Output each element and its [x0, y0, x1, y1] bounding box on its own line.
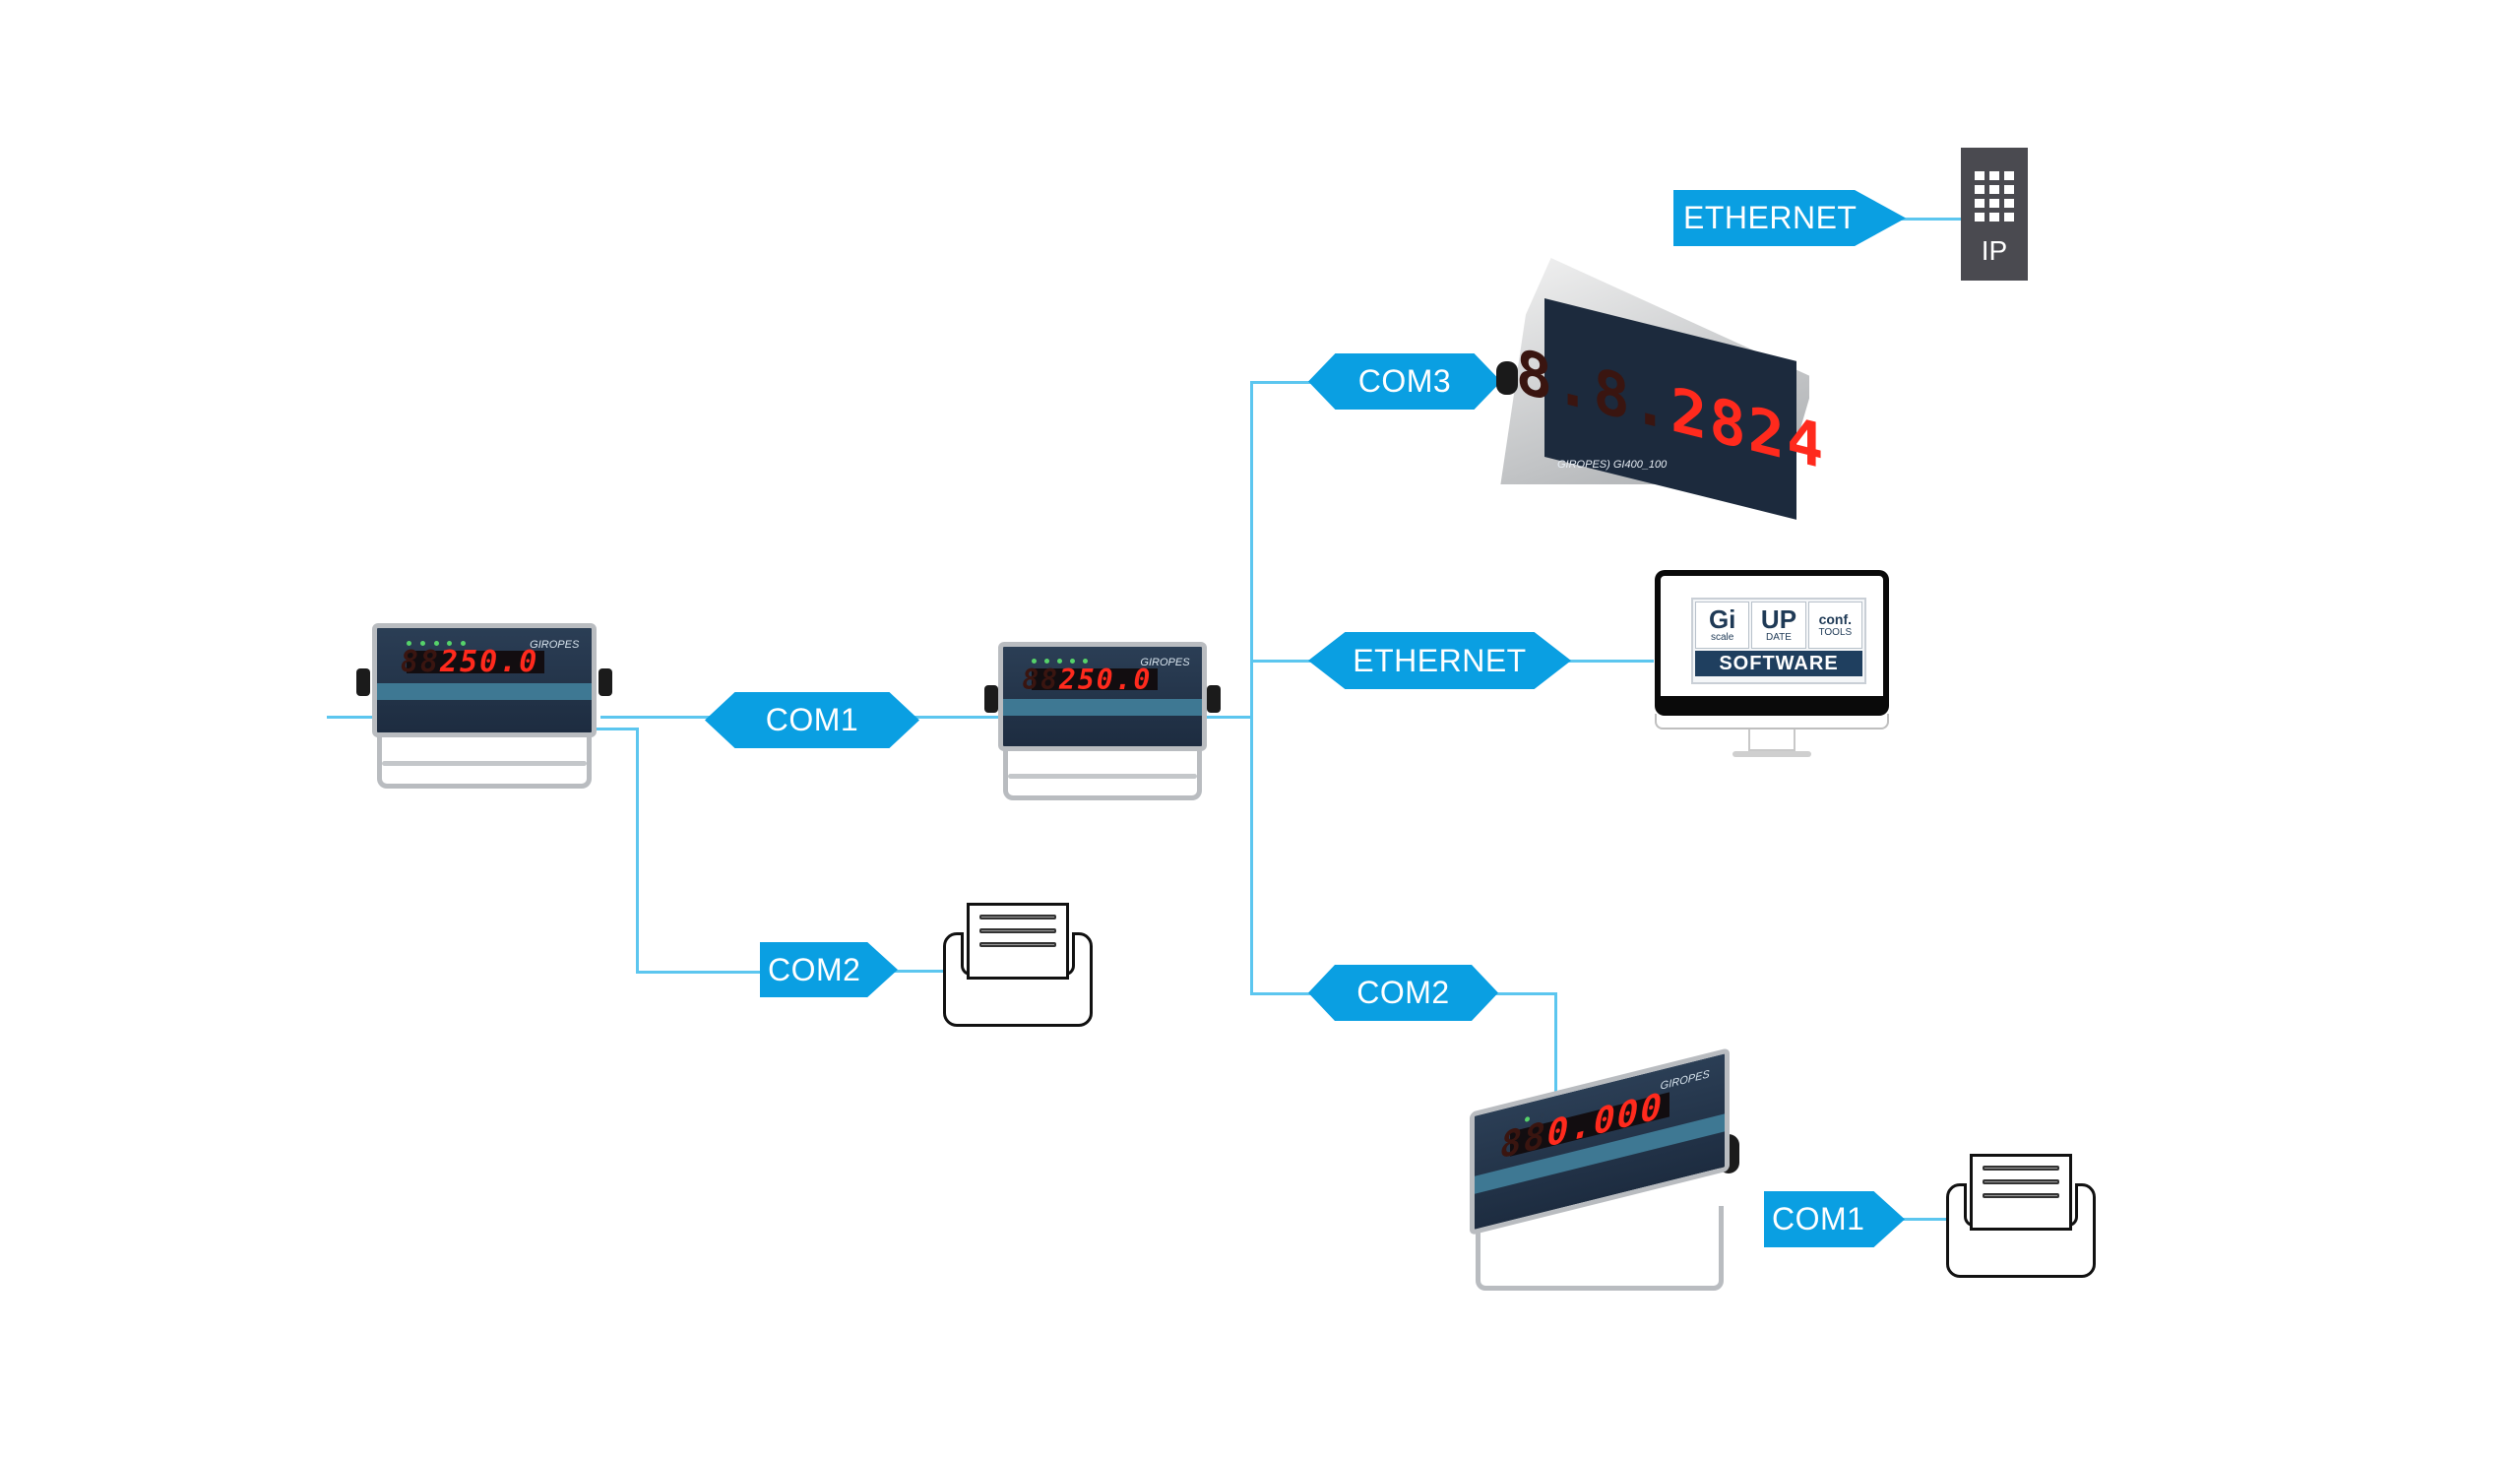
software-logo: Gi scale UP DATE conf. TOOLS SOFTWARE [1691, 598, 1866, 684]
wire-ind1-com2-v [636, 728, 639, 974]
tag-com2-printer1: COM2 [760, 942, 898, 997]
status-leds [407, 640, 514, 647]
tag-com2-ind3: COM2 [1308, 965, 1498, 1021]
knob-icon [598, 667, 612, 696]
weighing-indicator-3: GIROPES 88 0.000 [1452, 1047, 1747, 1295]
keypad-strip [1003, 699, 1202, 716]
tag-com1-printer2: COM1 [1764, 1191, 1905, 1247]
indicator-body: GIROPES 88 250.0 [371, 623, 598, 737]
computer-monitor-icon: Gi scale UP DATE conf. TOOLS SOFTWARE [1655, 570, 1889, 767]
display-face: 8.8.2824 [1516, 298, 1826, 521]
tile-title: conf. [1818, 611, 1853, 627]
stand [1476, 1205, 1724, 1291]
wire-trunk [1250, 381, 1253, 994]
wire-left-stub [327, 716, 376, 719]
monitor-screen: Gi scale UP DATE conf. TOOLS SOFTWARE [1655, 570, 1889, 716]
software-band: SOFTWARE [1695, 651, 1862, 676]
tag-com3-display: COM3 [1308, 353, 1501, 410]
brand-logo: GIROPES [1140, 657, 1190, 669]
tag-ethernet-ip: ETHERNET [1673, 190, 1906, 246]
tile-title: Gi [1708, 604, 1736, 634]
ip-label: IP [1981, 235, 2008, 266]
wire-com1b [1890, 1218, 1947, 1221]
keypad-grid-icon [1975, 171, 2016, 222]
status-leds [1031, 659, 1131, 665]
wire-eth-top [1890, 218, 1961, 221]
weight-display: 88 250.0 [401, 645, 545, 679]
tile-subtitle: DATE [1766, 632, 1792, 643]
tile-subtitle: scale [1710, 632, 1734, 643]
tag-ethernet-software: ETHERNET [1308, 632, 1571, 689]
display-value: 250.0 [439, 645, 539, 680]
monitor-base [1732, 751, 1812, 757]
tile-title: UP [1760, 604, 1797, 634]
stand [1003, 740, 1202, 801]
knob-icon [984, 684, 998, 713]
knob-icon [356, 667, 370, 696]
wire-ind1-com2-h2 [636, 971, 764, 974]
weight-display: 88 250.0 [1022, 664, 1159, 696]
keypad-strip [376, 682, 593, 700]
software-tile-giscale: Gi scale [1695, 602, 1750, 649]
display-dim-digits: 88 [400, 645, 440, 680]
weighing-indicator-2: GIROPES 88 250.0 [984, 642, 1221, 807]
monitor-chin [1655, 714, 1889, 729]
remote-display: 8.8.2824 GIROPES) GI400_100 [1494, 258, 1826, 521]
tag-com1-ind1-ind2: COM1 [705, 692, 919, 748]
wire-com2-printer1 [891, 970, 945, 973]
stand-bar [382, 761, 587, 766]
stand [376, 727, 593, 789]
brand-logo: GIROPES) GI400_100 [1557, 459, 1668, 472]
stand-bar [1008, 774, 1197, 780]
brand-logo: GIROPES [1660, 1068, 1710, 1094]
software-tile-conftools: conf. TOOLS [1807, 602, 1862, 649]
brand-logo: GIROPES [530, 638, 580, 651]
display-value: 250.0 [1059, 663, 1153, 696]
indicator-body: GIROPES 88 250.0 [998, 642, 1207, 751]
display-dim-digits: 88 [1022, 663, 1060, 696]
printer-icon [943, 903, 1093, 1027]
wire-com2b-v [1554, 992, 1557, 1135]
wire-ind1-com2-h [591, 728, 638, 730]
monitor-neck [1748, 729, 1796, 751]
printer-paper [967, 903, 1069, 980]
wire-ind2-out [1206, 716, 1253, 719]
software-tile-update: UP DATE [1751, 602, 1806, 649]
ip-device: IP [1961, 148, 2028, 281]
wire-com3-h [1250, 381, 1319, 384]
knob-icon [1496, 361, 1518, 395]
printer-icon [1946, 1154, 2096, 1278]
printer-paper [1970, 1154, 2072, 1231]
weighing-indicator-1: GIROPES 88 250.0 [356, 623, 612, 795]
tile-subtitle: TOOLS [1818, 627, 1853, 638]
knob-icon [1207, 684, 1221, 713]
